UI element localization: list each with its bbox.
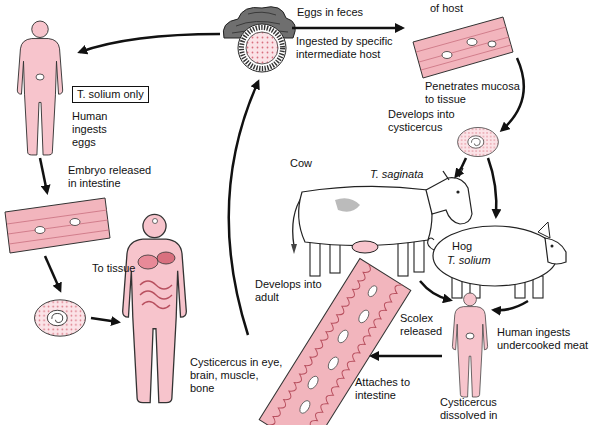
cysticercus: [35, 300, 86, 336]
step-label: T. saginata: [370, 168, 423, 181]
step-label: Scolex released: [400, 312, 452, 338]
arrow: [229, 82, 258, 335]
arrow: [80, 34, 220, 52]
arrow: [420, 281, 450, 300]
step-label: Hog: [452, 240, 472, 253]
node-text: T. solium only: [77, 88, 144, 101]
arrow: [40, 158, 47, 192]
arrow: [372, 355, 442, 358]
human-figure: [17, 21, 62, 155]
step-label: T. solium: [447, 254, 491, 267]
human-figure: [123, 214, 187, 402]
organs: [138, 219, 175, 309]
step-label: Cow: [290, 157, 312, 170]
hog: [428, 222, 566, 298]
arrow: [502, 58, 524, 130]
human-figure: [452, 293, 487, 397]
host-tissue: [413, 17, 513, 78]
step-label: Embryo released in intestine: [68, 164, 160, 190]
tapeworm-mark: [466, 333, 474, 339]
cysticercus: [458, 127, 499, 156]
arrow: [45, 256, 60, 290]
step-label: Eggs in feces: [297, 6, 363, 19]
step-label: of host: [430, 2, 463, 15]
step-label: Ingested by specific intermediate host: [296, 35, 414, 61]
step-label: To tissue: [92, 262, 135, 275]
arrow: [494, 301, 528, 310]
step-label: Human ingests eggs: [72, 110, 124, 150]
intestine-tissue: [5, 198, 110, 253]
arrow: [91, 318, 118, 322]
step-label: Cysticercus dissolved in: [440, 396, 515, 422]
arrow: [456, 158, 466, 176]
step-label: Develops into cysticercus: [388, 108, 462, 134]
step-label: Attaches to intestine: [355, 376, 425, 402]
tapeworm-mark: [36, 74, 44, 80]
egg: [238, 24, 286, 72]
cycle-arrows: [40, 28, 528, 356]
step-label: Cysticercus in eye, brain, muscle, bone: [190, 356, 285, 396]
step-label: Penetrates mucosa to tissue: [425, 80, 520, 106]
arrow: [292, 27, 402, 30]
arrow: [488, 158, 496, 216]
step-label: Develops into adult: [255, 278, 337, 304]
species-box: T. solium only: [72, 86, 149, 103]
step-label: Human ingests undercooked meat: [497, 326, 595, 352]
